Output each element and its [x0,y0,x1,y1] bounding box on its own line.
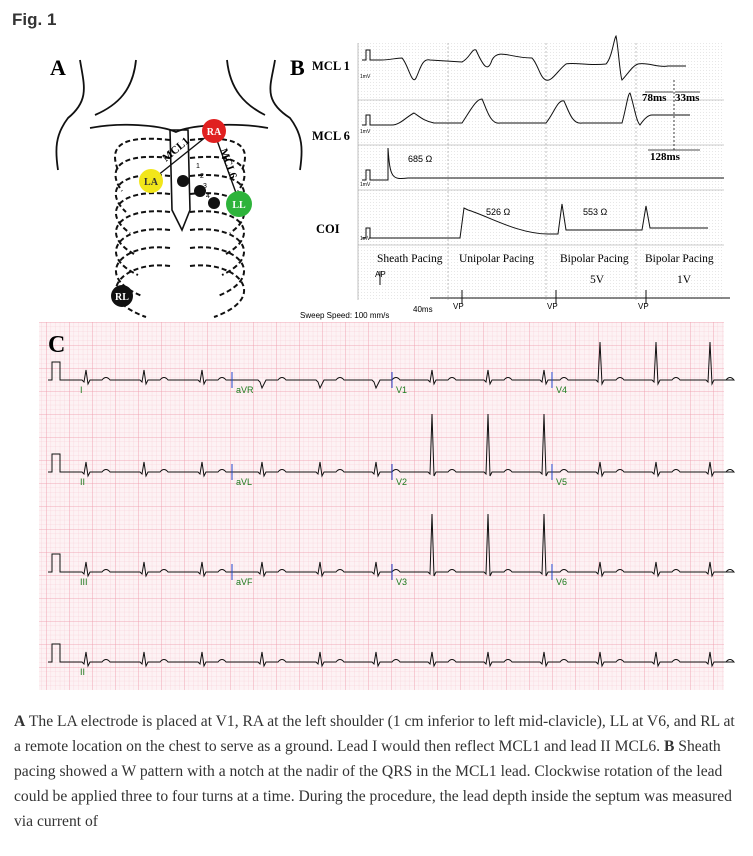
ecg-lead-label-v4: V4 [556,385,567,395]
electrode-ll: LL [226,191,252,217]
svg-text:VP: VP [453,302,464,311]
electrode-rl: RL [111,285,133,307]
impedance-values: 685 Ω 526 Ω 553 Ω [408,154,608,217]
caption-b-label: B [663,738,675,755]
svg-text:Unipolar Pacing: Unipolar Pacing [459,253,534,265]
ecg-lead-label-v3: V3 [396,577,407,587]
svg-text:RL: RL [115,292,129,303]
ecg-lead-label-v1: V1 [396,385,407,395]
svg-text:Bipolar Pacing: Bipolar Pacing [560,253,629,265]
svg-text:1: 1 [196,163,200,170]
timing-measurements: 78ms 33ms 128ms [642,92,700,163]
trace-dividers [357,43,724,300]
ecg-lead-label-v5: V5 [556,477,567,487]
measurement-brackets [645,80,700,151]
trace-label-mcl6: MCL 6 [312,129,350,143]
svg-text:AP: AP [375,270,386,279]
svg-text:RA: RA [207,127,222,138]
ecg-lead-label-v2: V2 [396,477,407,487]
ecg-lead-label-ii: II [80,477,85,487]
ecg-lead-label-avr: aVR [236,385,254,395]
svg-text:Sweep Speed: 100 mm/s: Sweep Speed: 100 mm/s [300,311,389,320]
pacing-markers: AP VP VP VP 40ms Sweep Speed: 100 mm/s [300,270,649,320]
mcl6-line-label: MCL6 [217,147,239,181]
panel-b-label: B [290,55,305,80]
svg-text:3: 3 [203,183,207,190]
svg-text:LA: LA [144,177,159,188]
panel-b-pacing-traces: B MCL 1 MCL 6 COI 1mV 1mV 1mV 1mV 685 Ω … [290,35,730,320]
svg-text:Bipolar Pacing: Bipolar Pacing [645,253,714,265]
trace-labels: MCL 1 MCL 6 COI [312,59,350,236]
caption-a-label: A [14,713,26,730]
svg-text:LL: LL [232,200,246,211]
svg-text:5V: 5V [590,274,605,286]
svg-text:1mV: 1mV [360,129,371,135]
svg-text:4: 4 [206,193,210,200]
svg-text:VP: VP [547,302,558,311]
figure-graphic: A MCL1 MCL6 1 2 3 4 [39,35,736,690]
electrode-ra: RA [202,119,226,143]
svg-text:526 Ω: 526 Ω [486,207,511,217]
thorax-outline [55,59,303,171]
ecg-lead-label-i: I [80,385,83,395]
ecg-waveforms [48,341,736,668]
svg-text:33ms: 33ms [675,92,700,104]
figure-label: Fig. 1 [12,10,57,29]
panel-c-label: C [48,332,65,358]
svg-text:1mV: 1mV [360,74,371,80]
caption-a-text: The LA electrode is placed at V1, RA at … [14,713,735,755]
svg-text:2: 2 [200,173,204,180]
pacing-mode-labels: Sheath Pacing Unipolar Pacing Bipolar Pa… [377,253,714,286]
svg-text:1mV: 1mV [360,182,371,188]
svg-text:1V: 1V [677,274,692,286]
rib-numbers: 1 2 3 4 [196,163,210,200]
ecg-lead-label-v6: V6 [556,577,567,587]
svg-text:78ms: 78ms [642,92,667,104]
svg-text:VP: VP [638,302,649,311]
mv-scale-labels: 1mV 1mV 1mV 1mV [360,74,371,242]
pacing-waveforms [362,35,730,304]
svg-text:685 Ω: 685 Ω [408,154,433,164]
svg-text:1mV: 1mV [360,236,371,242]
trace-label-coi: COI [316,222,340,236]
ecg-lead-label-ii: II [80,667,85,677]
ecg-lead-label-avf: aVF [236,577,253,587]
svg-text:128ms: 128ms [650,151,681,163]
sternum [169,129,191,232]
ecg-lead-label-iii: III [80,577,88,587]
electrode-la: LA [139,169,163,193]
svg-text:40ms: 40ms [413,305,433,314]
ecg-lead-label-avl: aVL [236,477,252,487]
trace-label-mcl1: MCL 1 [312,59,350,73]
svg-text:Sheath Pacing: Sheath Pacing [377,253,443,265]
chest-lead-dots [177,175,220,209]
figure-caption: A The LA electrode is placed at V1, RA a… [14,709,742,834]
caption-b-text: Sheath pacing showed a W pattern with a … [14,738,732,830]
panel-a-thorax-diagram: A MCL1 MCL6 1 2 3 4 [50,55,303,318]
panel-a-label: A [50,55,66,80]
svg-text:553 Ω: 553 Ω [583,207,608,217]
